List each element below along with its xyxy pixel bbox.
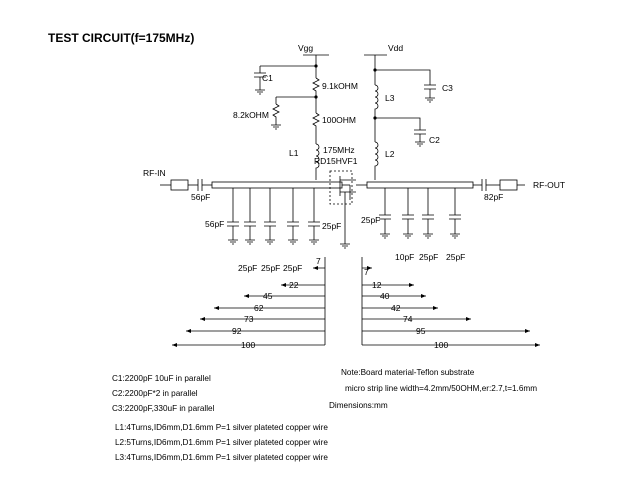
cap-out-shunt-a-label: 25pF bbox=[361, 215, 380, 225]
r-side-label: 8.2kOHM bbox=[233, 110, 269, 120]
cap-c-label: 25pF bbox=[283, 263, 302, 273]
ground-icon bbox=[425, 97, 435, 103]
rf-in-connector bbox=[170, 179, 189, 191]
dim-right-100: 100 bbox=[434, 340, 448, 350]
capacitor-c2 bbox=[414, 129, 426, 135]
inductor-l2 bbox=[374, 141, 379, 180]
input-stripline bbox=[211, 181, 343, 189]
dim-left-22: 22 bbox=[289, 280, 299, 290]
resistor-9k1 bbox=[312, 77, 320, 97]
microstrip-note: micro strip line width=4.2mm/50OHM,er:2.… bbox=[345, 384, 538, 393]
inductor-l1 bbox=[315, 143, 320, 180]
ground-icon bbox=[415, 141, 425, 147]
capacitor-note-c2: C2:2200pF*2 in parallel bbox=[112, 389, 198, 398]
dimension-arrows-right bbox=[362, 267, 540, 346]
cap-out-shunt-d-label: 25pF bbox=[446, 252, 465, 262]
resistor-100ohm bbox=[312, 112, 320, 144]
cap-b-label: 25pF bbox=[261, 263, 280, 273]
rf-out-label: RF-OUT bbox=[533, 180, 565, 190]
dimensions-note: Dimensions:mm bbox=[329, 401, 388, 410]
shunt-cap-out-25pf-c bbox=[449, 188, 461, 239]
dim-right-74: 74 bbox=[403, 314, 413, 324]
vdd-label: Vdd bbox=[388, 43, 403, 53]
ground-icon bbox=[255, 89, 265, 95]
dim-left-92: 92 bbox=[232, 326, 242, 336]
ground-icon bbox=[271, 124, 281, 130]
shunt-cap-out-25pf-b bbox=[422, 188, 434, 239]
shunt-cap-out-25pf bbox=[379, 188, 391, 239]
l2-label: L2 bbox=[385, 149, 395, 159]
r-series-label: 100OHM bbox=[322, 115, 356, 125]
device-label: RD15HVF1 bbox=[314, 156, 358, 166]
dim-right-42: 42 bbox=[391, 303, 401, 313]
vgg-label: Vgg bbox=[298, 43, 313, 53]
rf-in-label: RF-IN bbox=[143, 168, 166, 178]
capacitor-note-c1: C1:2200pF 10uF in parallel bbox=[112, 374, 211, 383]
dimension-arrows-left bbox=[172, 267, 325, 346]
cap-in-label: 56pF bbox=[191, 192, 210, 202]
cap-out-shunt-c-label: 25pF bbox=[419, 252, 438, 262]
shunt-cap-out-10pf bbox=[402, 188, 414, 239]
dim-right-40: 40 bbox=[380, 291, 390, 301]
dim-left-45: 45 bbox=[263, 291, 273, 301]
wire bbox=[375, 117, 421, 130]
cap-gate-label: 25pF bbox=[322, 221, 341, 231]
page-title: TEST CIRCUIT(f=175MHz) bbox=[48, 31, 195, 45]
board-note: Note:Board material-Teflon substrate bbox=[341, 368, 475, 377]
capacitor-note-c3: C3:2200pF,330uF in parallel bbox=[112, 404, 215, 413]
cap-in-shunt-label: 56pF bbox=[205, 219, 224, 229]
inductor-note-l1: L1:4Turns,ID6mm,D1.6mm P=1 silver platet… bbox=[115, 423, 328, 432]
source-lead bbox=[340, 192, 350, 249]
cap-a-label: 25pF bbox=[238, 263, 257, 273]
inductor-note-l2: L2:5Turns,ID6mm,D1.6mm P=1 silver platet… bbox=[115, 438, 328, 447]
shunt-cap-25pf-b bbox=[264, 188, 276, 245]
cap-out-label: 82pF bbox=[484, 192, 503, 202]
dim-left-73: 73 bbox=[244, 314, 254, 324]
dim-left-7: 7 bbox=[316, 256, 321, 266]
shunt-cap-25pf-c bbox=[287, 188, 299, 245]
capacitor-82pf-out bbox=[481, 179, 487, 191]
rf-out-connector bbox=[499, 179, 518, 191]
capacitor-56pf-in bbox=[197, 179, 203, 191]
dim-left-62: 62 bbox=[254, 303, 264, 313]
device-outline bbox=[329, 170, 353, 205]
r-top-label: 9.1kOHM bbox=[322, 81, 358, 91]
freq-label: 175MHz bbox=[323, 145, 355, 155]
c1-label: C1 bbox=[262, 73, 273, 83]
capacitor-c3 bbox=[424, 84, 436, 90]
cap-out-shunt-b-label: 10pF bbox=[395, 252, 414, 262]
shunt-cap-gate bbox=[308, 188, 320, 245]
wire bbox=[375, 69, 431, 85]
l3-label: L3 bbox=[385, 93, 395, 103]
shunt-cap-25pf-a bbox=[244, 188, 256, 245]
c2-label: C2 bbox=[429, 135, 440, 145]
l1-label: L1 bbox=[289, 148, 299, 158]
shunt-cap-56pf bbox=[227, 188, 239, 245]
c3-label: C3 bbox=[442, 83, 453, 93]
dim-right-7: 7 bbox=[364, 267, 369, 277]
dim-left-100: 100 bbox=[241, 340, 255, 350]
drain-lead bbox=[340, 179, 356, 193]
dimension-arrowheads bbox=[172, 64, 540, 347]
inductor-l3 bbox=[374, 84, 379, 118]
output-stripline bbox=[366, 181, 474, 189]
resistor-8k2 bbox=[272, 103, 280, 125]
inductor-note-l3: L3:4Turns,ID6mm,D1.6mm P=1 silver platet… bbox=[115, 453, 328, 462]
dim-right-12: 12 bbox=[372, 280, 382, 290]
dim-right-95: 95 bbox=[416, 326, 426, 336]
